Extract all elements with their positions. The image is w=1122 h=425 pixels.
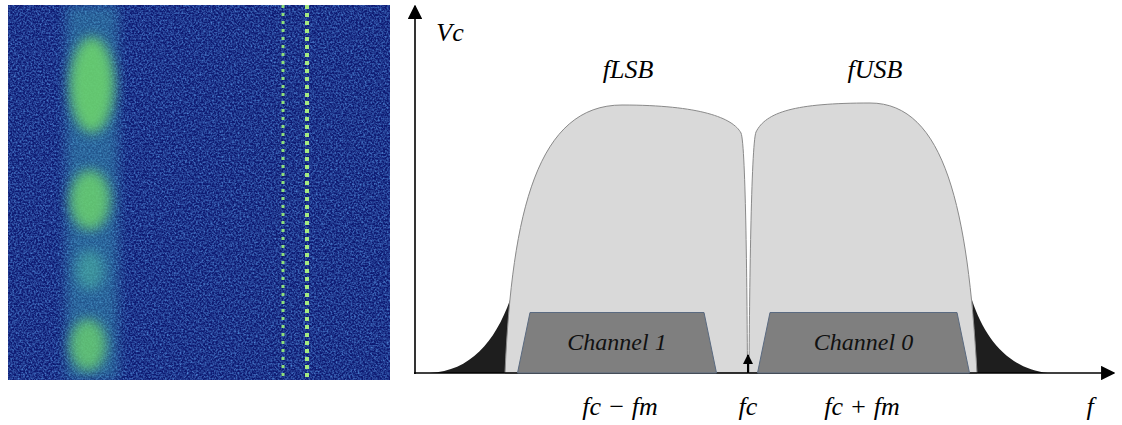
signal-trace bbox=[66, 5, 118, 380]
signal-burst bbox=[70, 170, 110, 230]
channel-band: Channel 1 bbox=[517, 312, 717, 373]
signal-burst bbox=[76, 250, 104, 290]
axis-label: fUSB bbox=[848, 56, 903, 85]
waterfall-noise bbox=[8, 5, 390, 380]
axis-label: fLSB bbox=[603, 56, 654, 85]
spectrum-tail bbox=[972, 300, 1048, 373]
carrier-trace bbox=[281, 5, 286, 380]
channel-label: Channel 1 bbox=[567, 329, 666, 355]
vertical-axis bbox=[414, 6, 416, 374]
channel-shape bbox=[518, 313, 717, 374]
carrier-trace bbox=[305, 5, 309, 380]
channel-label: Channel 0 bbox=[814, 329, 913, 355]
spectrum-tail bbox=[430, 300, 510, 373]
axis-label: fc + fm bbox=[824, 393, 899, 422]
carrier-arrow bbox=[747, 355, 749, 373]
axis-label: Vc bbox=[436, 19, 463, 48]
axis-label: fc bbox=[739, 393, 758, 422]
upper-sideband bbox=[749, 103, 977, 373]
carrier-trace bbox=[282, 5, 285, 380]
axis-label: f bbox=[1086, 393, 1093, 422]
signal-burst bbox=[70, 37, 114, 133]
axis-label: fc − fm bbox=[582, 393, 657, 422]
channel-shape bbox=[758, 313, 970, 374]
channel-band: Channel 0 bbox=[757, 312, 970, 373]
waterfall-image bbox=[8, 5, 390, 380]
carrier-trace bbox=[304, 5, 310, 380]
signal-burst bbox=[70, 319, 106, 371]
waterfall-ground bbox=[8, 5, 390, 380]
lower-sideband bbox=[505, 105, 748, 373]
